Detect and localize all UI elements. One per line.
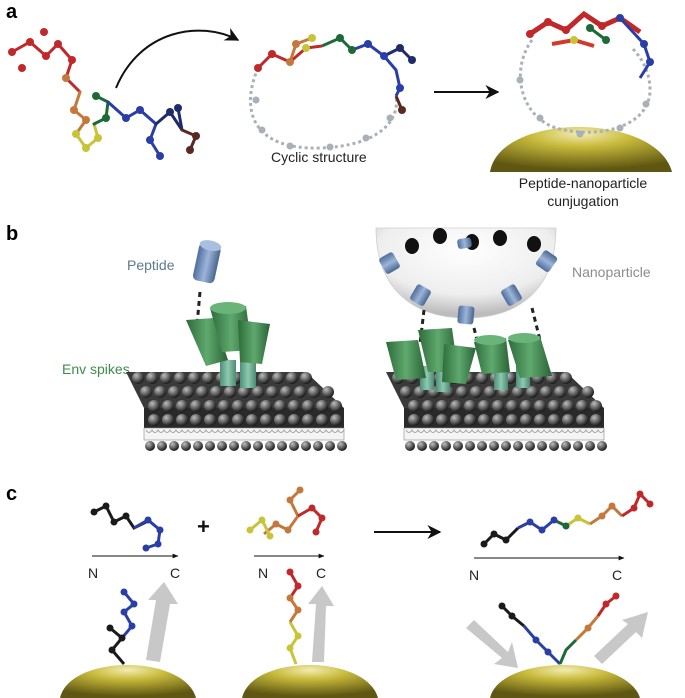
free-peptide-cylinder [192, 240, 222, 284]
gold-nanoparticle-a [490, 127, 672, 172]
plus-sign: + [197, 514, 210, 539]
product-molecule [480, 490, 654, 548]
bound-product [498, 592, 620, 666]
orientation-arrow-3 [466, 620, 518, 668]
cyclic-peptide-molecule [249, 34, 416, 151]
cyclization-arrow [115, 27, 240, 89]
env-spikes-label: Env spikes [62, 361, 130, 377]
bound-fragment-1 [106, 588, 138, 665]
orientation-arrow-4 [594, 612, 648, 664]
panel-b: b Peptide Env spikes [6, 223, 651, 451]
conjugation-label-line1: Peptide-nanoparticle [519, 175, 648, 191]
fragment-1-c-label: C [170, 565, 180, 581]
product-n-label: N [469, 567, 479, 583]
product-c-label: C [612, 567, 622, 583]
panel-a: a [6, 1, 672, 209]
fragment-2-n-label: N [258, 565, 268, 581]
linear-peptide-molecule [8, 28, 200, 160]
fragment-1-n-label: N [88, 565, 98, 581]
bound-fragment-2 [286, 568, 302, 665]
panel-c-letter: c [6, 483, 17, 505]
conjugation-label-line2: cunjugation [547, 193, 619, 209]
np-peptide-cylinders [379, 237, 558, 325]
panel-a-letter: a [6, 1, 18, 23]
orientation-arrow-2 [308, 586, 334, 662]
env-spike-right-1 [386, 328, 476, 392]
membrane-left [126, 372, 347, 451]
env-spike-left [186, 302, 270, 388]
conjugated-cyclic-peptide [516, 10, 654, 138]
nanoparticle-label: Nanoparticle [572, 264, 651, 280]
np-binding-dash-3 [530, 307, 542, 341]
fragment-2-molecule [246, 486, 326, 540]
fragment-1-molecule [90, 502, 164, 552]
panel-b-letter: b [6, 223, 18, 245]
env-spike-right-2 [474, 333, 552, 390]
gold-nanoparticle-c1 [60, 665, 196, 698]
peptide-label: Peptide [127, 257, 175, 273]
orientation-arrow-1 [146, 582, 178, 662]
cyclic-structure-label: Cyclic structure [271, 149, 367, 165]
panel-c: c N C + N C [6, 483, 654, 698]
gold-nanoparticle-c3 [490, 665, 640, 698]
gold-nanoparticle-c2 [242, 665, 378, 698]
fragment-2-c-label: C [316, 565, 326, 581]
